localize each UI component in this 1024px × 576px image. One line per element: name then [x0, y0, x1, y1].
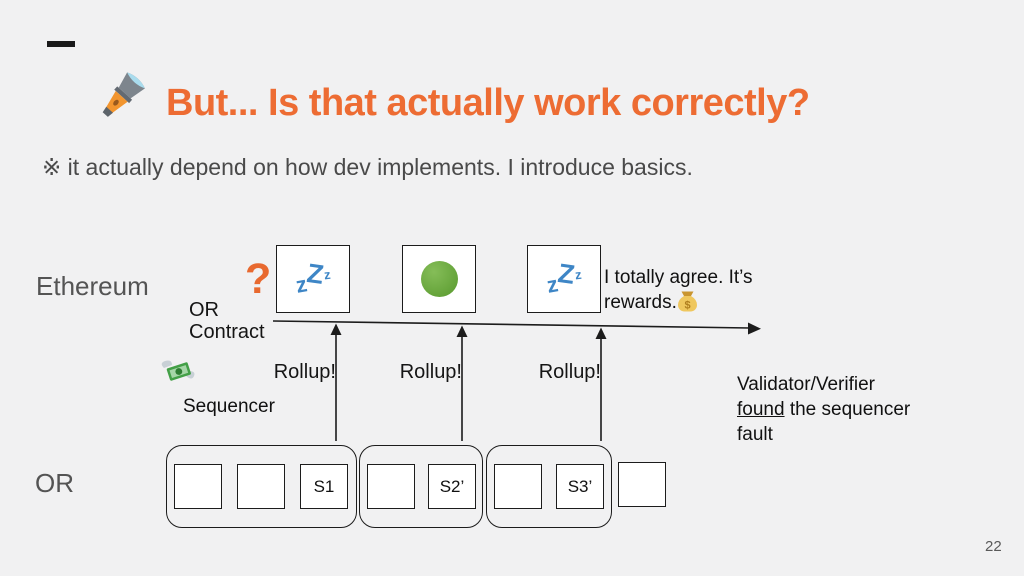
rollup-label-2: Rollup! [399, 361, 462, 383]
rollup-label-3: Rollup! [538, 361, 601, 383]
validator-line1: Validator/Verifier [737, 374, 875, 395]
block-s2: S2’ [428, 464, 476, 509]
agree-line1: I totally agree. It’s [604, 267, 753, 288]
sequencer-label: Sequencer [183, 396, 275, 417]
timeline-box-sleeping-2: zZz [527, 245, 601, 313]
block [174, 464, 222, 509]
batch-group-2: S2’ [359, 445, 483, 528]
batch-group-1: S1 [166, 445, 357, 528]
or-contract-label: OR Contract [189, 299, 265, 343]
block [367, 464, 415, 509]
rollup-label-1: Rollup! [273, 361, 336, 383]
timeline-box-sleeping-1: zZz [276, 245, 350, 313]
slide-subtitle: ※ it actually depend on how dev implemen… [42, 154, 693, 180]
zzz-sleeping-icon: zZz [544, 257, 582, 298]
page-number: 22 [985, 538, 1002, 555]
green-circle-icon [420, 261, 458, 297]
flashlight-icon [95, 68, 149, 129]
theme-dash-decoration [47, 41, 75, 47]
found-underlined: found [737, 399, 785, 420]
or-layer-label: OR [35, 468, 74, 498]
question-mark: ? [245, 255, 272, 303]
block [237, 464, 285, 509]
or-contract-line1: OR [189, 299, 219, 321]
agree-line2: rewards. $ [604, 290, 784, 315]
agree-annotation: I totally agree. It’s rewards. $ [604, 266, 784, 315]
block-extra [618, 462, 666, 507]
validator-line2: found the sequencer [737, 399, 911, 420]
ethereum-layer-label: Ethereum [36, 271, 149, 301]
validator-line3: fault [737, 424, 773, 445]
block-s1: S1 [300, 464, 348, 509]
or-contract-line2: Contract [189, 321, 265, 343]
svg-text:$: $ [684, 300, 690, 312]
money-bag-icon: $ [677, 291, 697, 312]
block [494, 464, 542, 509]
batch-group-3: S3’ [486, 445, 612, 528]
zzz-sleeping-icon: zZz [293, 257, 331, 298]
money-with-wings-icon [160, 353, 198, 396]
validator-annotation: Validator/Verifier found the sequencer f… [737, 372, 927, 447]
timeline-box-valid [402, 245, 476, 313]
block-s3: S3’ [556, 464, 604, 509]
slide-title: But... Is that actually work correctly? [166, 82, 810, 124]
